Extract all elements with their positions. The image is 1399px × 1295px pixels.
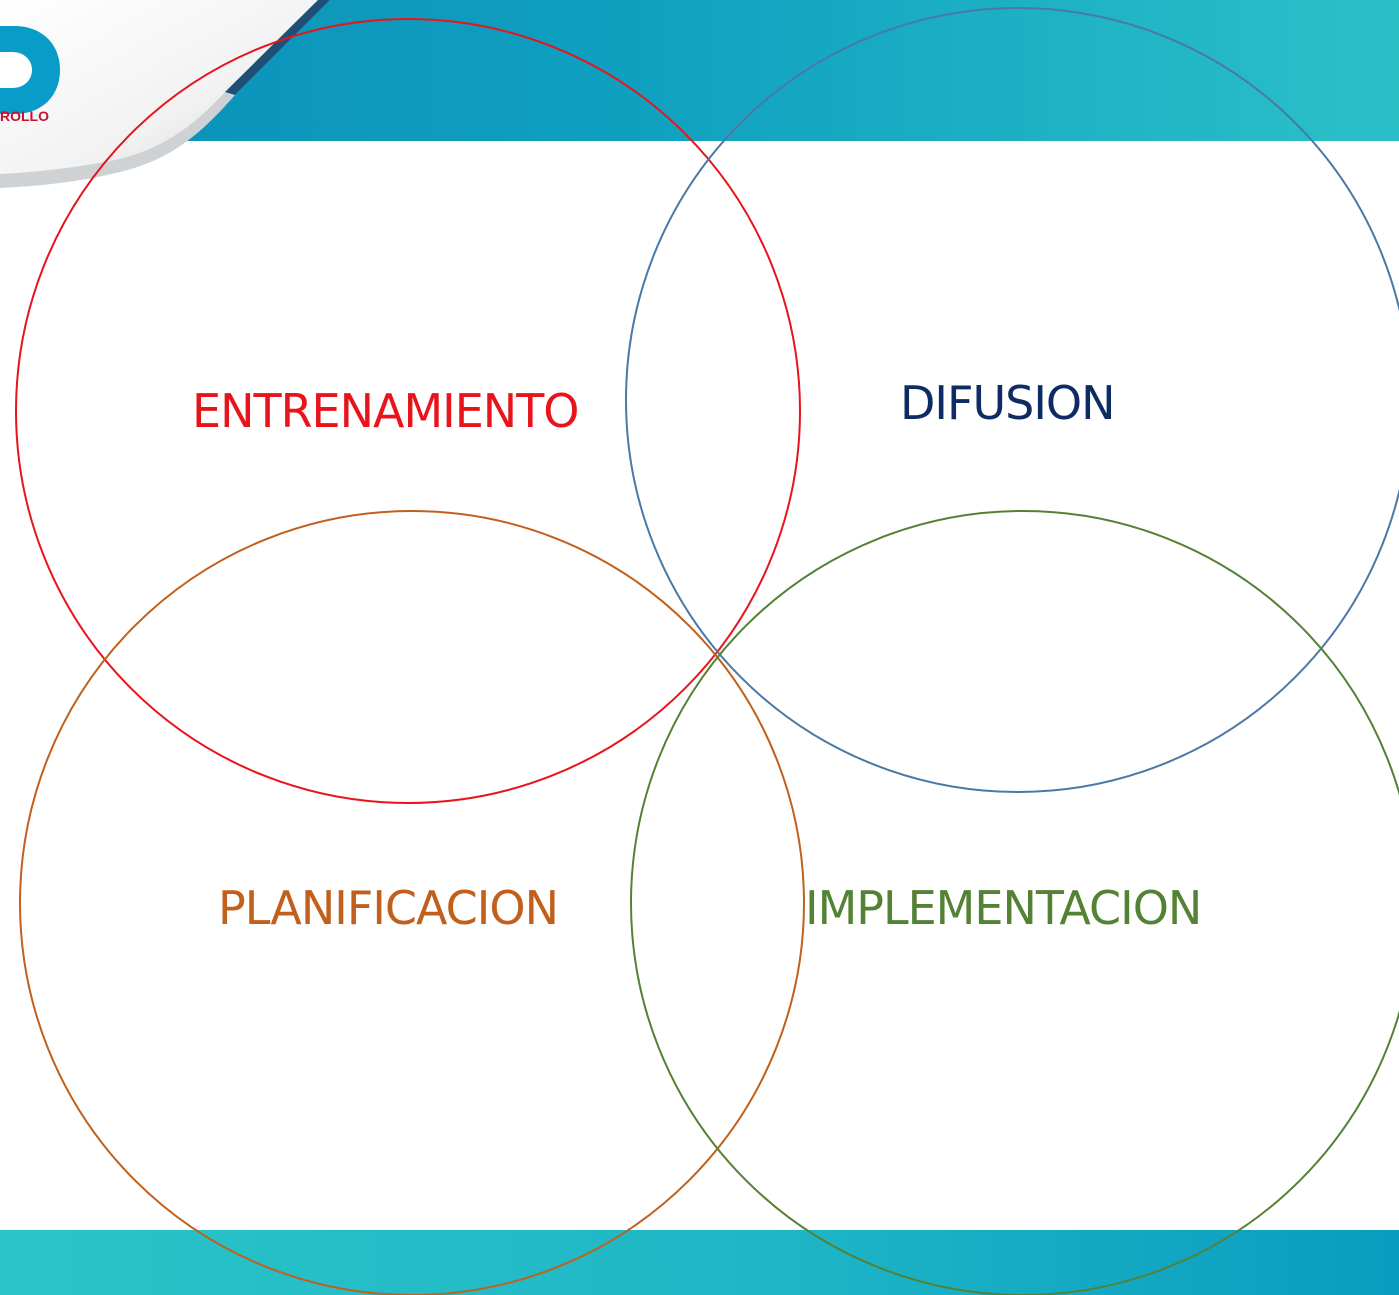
logo-text: ROLLO bbox=[0, 108, 49, 124]
circle-planificacion bbox=[19, 510, 805, 1295]
logo-swoosh bbox=[0, 0, 330, 188]
label-implementacion: IMPLEMENTACION bbox=[805, 881, 1202, 935]
label-entrenamiento: ENTRENAMIENTO bbox=[192, 384, 580, 438]
footer-band bbox=[0, 1230, 1399, 1295]
label-planificacion: PLANIFICACION bbox=[218, 881, 559, 935]
logo-mark bbox=[0, 26, 60, 114]
label-difusion: DIFUSION bbox=[900, 376, 1115, 430]
circle-implementacion bbox=[630, 510, 1399, 1295]
circle-difusion bbox=[625, 7, 1399, 793]
circle-entrenamiento bbox=[15, 18, 801, 804]
